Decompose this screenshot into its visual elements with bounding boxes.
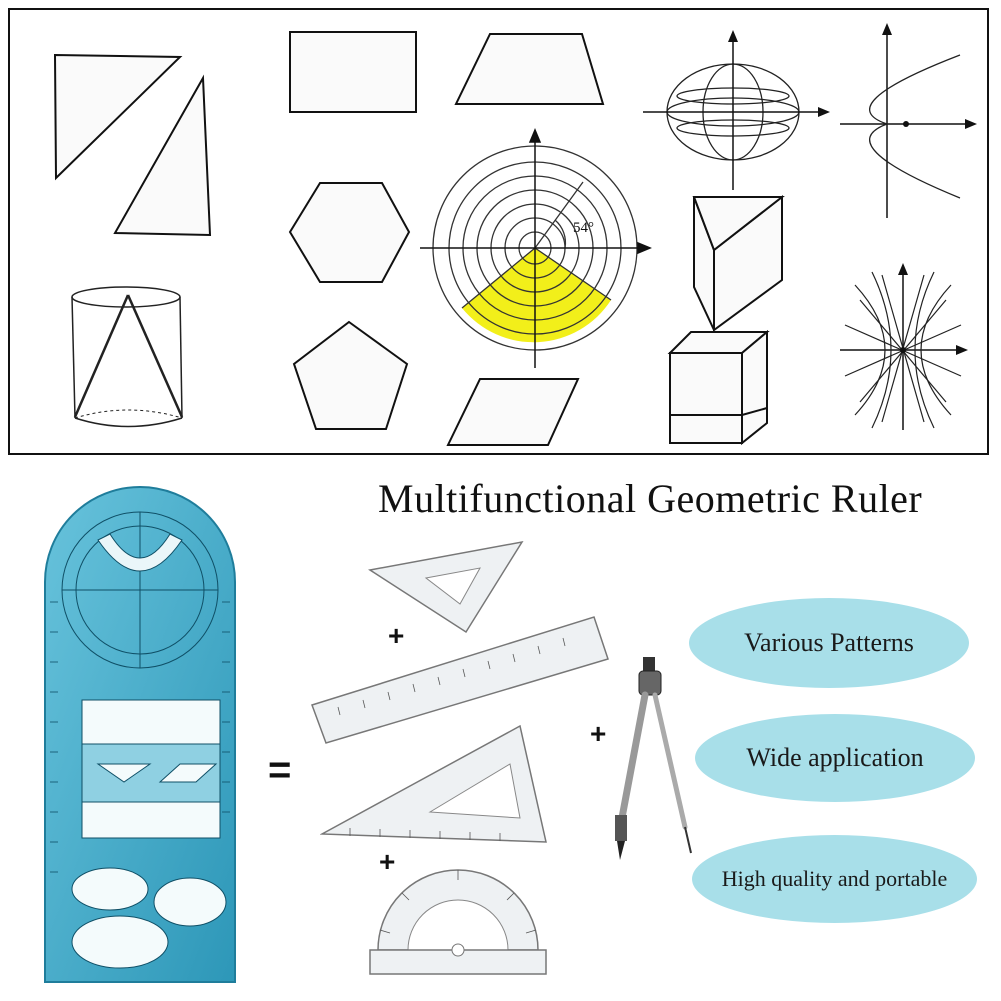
plus-sign-1: +	[388, 620, 405, 651]
set-square-small	[368, 540, 528, 635]
plus-sign-3: +	[379, 846, 396, 877]
hyperbola-diagram	[840, 263, 968, 430]
triangular-prism-shape	[692, 194, 785, 332]
equals-sign: =	[268, 748, 292, 792]
pentagon-shape	[292, 320, 409, 430]
shapes-panel: 54°	[8, 8, 989, 455]
set-square-long	[320, 724, 560, 854]
ellipsoid-diagram	[643, 30, 830, 190]
right-triangle-2	[113, 74, 212, 237]
shapes-illustration: 54°	[53, 23, 977, 446]
parabola-diagram	[840, 23, 977, 218]
polar-grid-diagram: 54°	[420, 128, 652, 368]
cylinder-cone-shape	[71, 286, 184, 428]
hexagon-shape	[288, 182, 411, 283]
product-title: Multifunctional Geometric Ruler	[378, 476, 923, 521]
protractor	[368, 866, 548, 981]
feature-high-quality-portable: High quality and portable	[692, 835, 977, 923]
drawing-compass	[605, 655, 700, 865]
angle-label: 54°	[573, 220, 594, 236]
right-triangle-1	[53, 53, 183, 181]
trapezoid-shape	[454, 33, 605, 105]
rectangle-shape	[289, 31, 417, 113]
feature-various-patterns: Various Patterns	[689, 598, 969, 688]
feature-wide-application: Wide application	[695, 714, 975, 802]
parallelogram-shape	[446, 378, 580, 446]
template-ruler-image	[40, 482, 240, 990]
box-shape	[667, 329, 770, 446]
straight-ruler	[310, 615, 610, 745]
plus-sign-2: +	[590, 718, 607, 749]
